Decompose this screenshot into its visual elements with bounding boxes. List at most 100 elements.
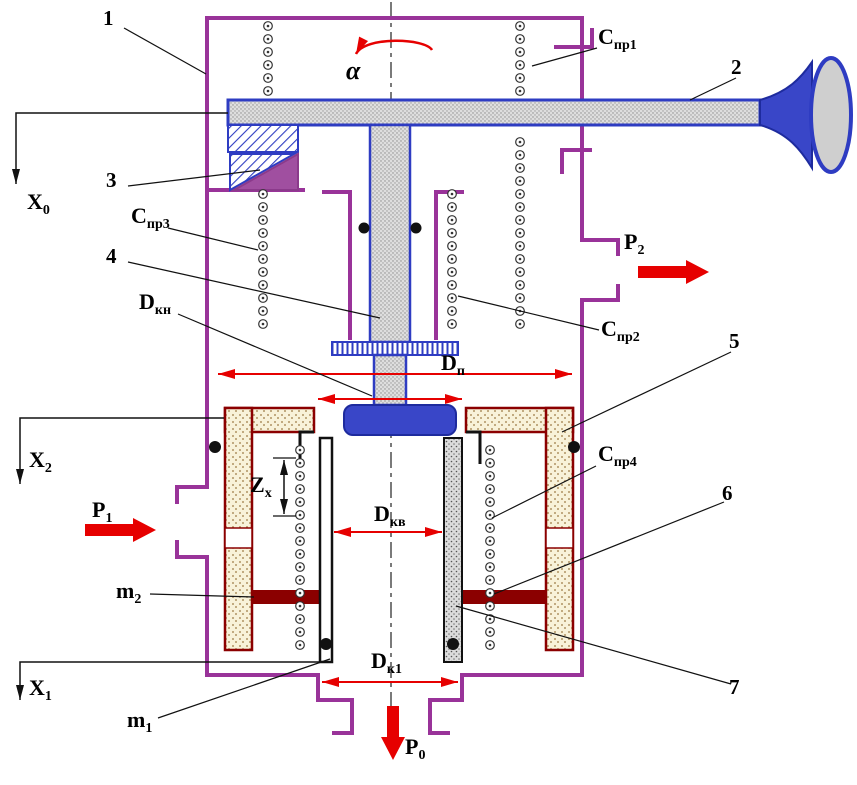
p1-flow-arrow: [85, 518, 156, 542]
seal-bar-left: [252, 590, 320, 604]
spring-coil-center-dot: [266, 24, 270, 28]
piston-column-gap-right: [545, 527, 574, 549]
leader-4: [127, 261, 381, 319]
spring-coil-center-dot: [298, 630, 302, 634]
spring-coil-center-dot: [518, 153, 522, 157]
spring-coil-center-dot: [261, 244, 265, 248]
spring-coil-center-dot: [298, 500, 302, 504]
spring-coil-center-dot: [298, 513, 302, 517]
spring-coil-center-dot: [488, 526, 492, 530]
lever-and-valve: [226, 56, 853, 436]
label-spring-c-pr2: Cпр2: [601, 316, 640, 345]
spring-coil-center-dot: [518, 283, 522, 287]
spring-coil-center-dot: [450, 257, 454, 261]
pivot-dot: [447, 638, 459, 650]
spring-coil-center-dot: [298, 448, 302, 452]
spring-coil-center-dot: [298, 578, 302, 582]
spring-coil-center-dot: [266, 89, 270, 93]
callout-4: 4: [106, 244, 117, 268]
spring-coil-center-dot: [261, 231, 265, 235]
label-spring-c-pr4: Cпр4: [598, 441, 637, 470]
label-mass-m1: m1: [127, 707, 153, 736]
spring-coil-center-dot: [488, 448, 492, 452]
spring-coil-center-dot: [518, 76, 522, 80]
leader-5: [561, 351, 732, 433]
housing-right-wall-lower: [460, 298, 584, 677]
spring-coil-center-dot: [518, 50, 522, 54]
pivot-dot: [568, 441, 580, 453]
spring-coil-center-dot: [488, 474, 492, 478]
inlet-port-flange-lower: [175, 540, 209, 559]
spring-coil-center-dot: [488, 539, 492, 543]
spring-coil-center-dot: [488, 552, 492, 556]
spring-coil-center-dot: [298, 526, 302, 530]
spring-coil-center-dot: [261, 205, 265, 209]
piston-assembly: [223, 406, 575, 664]
spring-coil-center-dot: [518, 205, 522, 209]
spring-coil-center-dot: [488, 513, 492, 517]
label-displacement-x0: X0: [27, 189, 50, 218]
spring-coil-center-dot: [261, 257, 265, 261]
spring-coil-center-dot: [488, 461, 492, 465]
leader-7: [455, 605, 732, 685]
spring-coil-center-dot: [450, 270, 454, 274]
label-diameter-d-p: Dп: [441, 350, 465, 379]
spring-coil-center-dot: [261, 218, 265, 222]
bottom-nozzle-right: [428, 673, 464, 735]
spring-coil-center-dot: [488, 487, 492, 491]
label-pressure-p1: P1: [92, 497, 113, 526]
lever-beam: [226, 98, 762, 127]
spring-coil-center-dot: [298, 487, 302, 491]
spring-coil-center-dot: [298, 474, 302, 478]
spring-coil-center-dot: [518, 89, 522, 93]
spring-coil-center-dot: [298, 643, 302, 647]
bottom-nozzle-left: [316, 673, 354, 735]
spring-coil-center-dot: [450, 283, 454, 287]
horn-throat: [759, 58, 813, 172]
outlet-port-flange-lower: [580, 284, 620, 302]
spring-coil-center-dot: [450, 309, 454, 313]
label-diameter-d-kn: Dкн: [139, 289, 172, 318]
seal-bar-right: [462, 590, 546, 604]
leader-m1: [157, 658, 331, 719]
spring-coil-center-dot: [261, 192, 265, 196]
label-diameter-d-kv: Dкв: [374, 501, 406, 530]
spring-coil-center-dot: [266, 37, 270, 41]
pivot-dots: [209, 222, 580, 650]
outlet-port-flange-upper: [580, 238, 620, 256]
spring-seat-flange: [331, 341, 459, 356]
spring-coil-center-dot: [488, 643, 492, 647]
label-displacement-x2: X2: [29, 447, 52, 476]
spring-coil-center-dot: [518, 192, 522, 196]
spring-coil-center-dot: [518, 179, 522, 183]
inner-cylinder-wall-left: [318, 436, 334, 664]
callout-1: 1: [103, 6, 114, 30]
spring-coil-center-dot: [518, 296, 522, 300]
flow-arrows: [85, 260, 709, 760]
leader-3: [127, 169, 261, 187]
spring1-seat-bracket: [554, 28, 594, 49]
leader-c-pr1: [531, 47, 598, 67]
spring-coil-center-dot: [518, 63, 522, 67]
inlet-port-flange-upper: [175, 485, 209, 504]
spring-coil-center-dot: [488, 591, 492, 595]
spring-coil-center-dot: [450, 192, 454, 196]
valve-stem-upper: [368, 123, 412, 344]
spring-coil-center-dot: [450, 218, 454, 222]
spring-coil-center-dot: [261, 270, 265, 274]
spring-coil-center-dot: [518, 231, 522, 235]
x0-bracket: [12, 112, 228, 184]
p0-flow-arrow: [381, 706, 405, 760]
displacement-brackets: [12, 112, 326, 700]
spring-coil-center-dot: [298, 604, 302, 608]
dimension-lines: [218, 369, 572, 687]
label-diameter-d-k1: Dк1: [371, 648, 402, 677]
stem-guide-wall-left: [322, 190, 352, 340]
label-gap-zx: Zx: [250, 472, 272, 501]
callout-6: 6: [722, 481, 733, 505]
spring-coil-center-dot: [488, 500, 492, 504]
leader-2: [689, 77, 737, 101]
label-spring-c-pr3: Cпр3: [131, 203, 170, 232]
leader-m2: [149, 593, 255, 598]
spring-coil-center-dot: [298, 591, 302, 595]
